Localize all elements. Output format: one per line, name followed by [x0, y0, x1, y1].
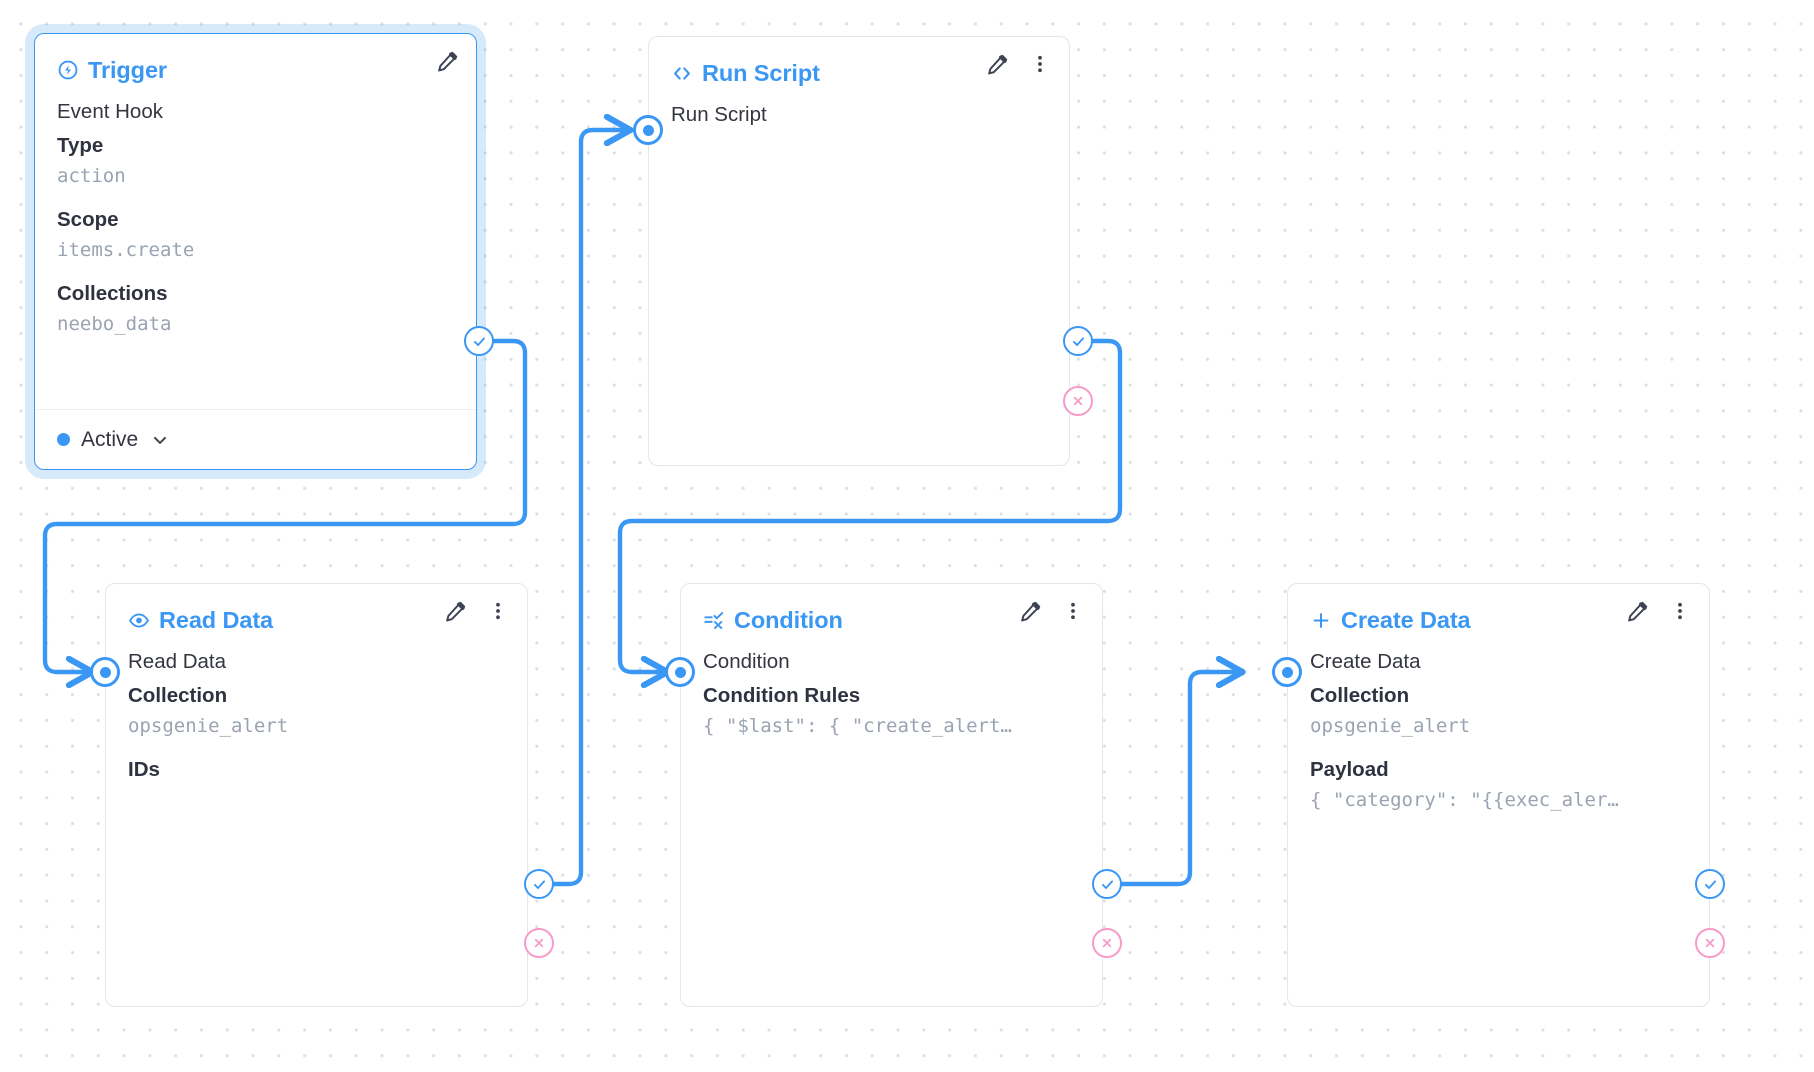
- edge-read-data-to-run-script: [536, 130, 628, 887]
- edit-icon[interactable]: [442, 598, 468, 624]
- more-options-icon[interactable]: [1027, 51, 1053, 77]
- node-read-data-actions: [442, 598, 511, 624]
- bolt-circle-icon: [57, 59, 79, 81]
- field-label: Type: [57, 133, 104, 157]
- eye-icon: [128, 609, 150, 631]
- field-label: Payload: [1310, 758, 1389, 782]
- node-trigger-output-success-port[interactable]: [464, 326, 494, 356]
- node-condition[interactable]: Condition Condition: [680, 583, 1103, 1007]
- more-options-icon[interactable]: [1667, 598, 1693, 624]
- node-read-data[interactable]: Read Data Read Data: [105, 583, 528, 1007]
- node-trigger-title: Trigger: [88, 56, 167, 83]
- field-value: { "$last": { "create_alert…: [703, 714, 1012, 737]
- more-options-icon[interactable]: [485, 598, 511, 624]
- field-label: Scope: [57, 208, 119, 232]
- node-condition-subtitle: Condition: [703, 650, 790, 673]
- field-value: { "category": "{{exec_aler…: [1310, 788, 1619, 811]
- code-brackets-icon: [671, 62, 693, 84]
- node-trigger[interactable]: Trigger Event Hook Type action Scope ite…: [34, 33, 477, 470]
- edit-icon[interactable]: [434, 48, 460, 74]
- node-run-script-body: Run Script: [649, 91, 1069, 131]
- field-label: Collection: [1310, 683, 1410, 707]
- node-create-data-subtitle: Create Data: [1310, 650, 1421, 673]
- node-create-data-input-port[interactable]: [1272, 657, 1302, 687]
- node-run-script-subtitle: Run Script: [671, 103, 767, 126]
- field-label: Condition Rules: [703, 683, 861, 707]
- node-create-data-header: Create Data: [1288, 584, 1709, 638]
- node-run-script-output-reject-port[interactable]: [1063, 386, 1093, 416]
- node-condition-body: Condition Condition Rules { "$last": { "…: [681, 638, 1102, 740]
- node-read-data-header: Read Data: [106, 584, 527, 638]
- node-create-data[interactable]: Create Data Create Data: [1287, 583, 1710, 1007]
- status-dot-icon: [57, 433, 70, 446]
- field-label: IDs: [128, 758, 160, 782]
- field-value: items.create: [57, 238, 195, 261]
- field-value: neebo_data: [57, 313, 172, 336]
- node-trigger-header: Trigger: [35, 34, 476, 88]
- node-trigger-status-bar[interactable]: Active: [35, 409, 476, 469]
- node-create-data-output-success-port[interactable]: [1695, 869, 1725, 899]
- node-create-data-body: Create Data Collection opsgenie_alert Pa…: [1288, 638, 1709, 814]
- node-condition-header: Condition: [681, 584, 1102, 638]
- node-trigger-subtitle: Event Hook: [57, 100, 163, 123]
- node-create-data-title: Create Data: [1341, 606, 1471, 633]
- node-read-data-input-port[interactable]: [90, 657, 120, 687]
- status-badge: Active: [81, 427, 139, 451]
- node-read-data-subtitle: Read Data: [128, 650, 227, 673]
- node-run-script[interactable]: Run Script Run Script: [648, 36, 1070, 466]
- node-read-data-title: Read Data: [159, 606, 274, 633]
- node-run-script-header: Run Script: [649, 37, 1069, 91]
- node-create-data-output-reject-port[interactable]: [1695, 928, 1725, 958]
- field-label: Collection: [128, 683, 228, 707]
- field-value: opsgenie_alert: [1310, 714, 1471, 737]
- node-run-script-title: Run Script: [702, 59, 820, 86]
- more-options-icon[interactable]: [1060, 598, 1086, 624]
- edit-icon[interactable]: [1017, 598, 1043, 624]
- node-read-data-output-success-port[interactable]: [524, 869, 554, 899]
- node-condition-actions: [1017, 598, 1086, 624]
- node-condition-title: Condition: [734, 606, 843, 633]
- node-run-script-actions: [984, 51, 1053, 77]
- node-condition-output-success-port[interactable]: [1092, 869, 1122, 899]
- node-trigger-actions: [434, 48, 460, 74]
- node-condition-output-reject-port[interactable]: [1092, 928, 1122, 958]
- edge-condition-to-create-data: [1104, 672, 1240, 887]
- node-create-data-actions: [1624, 598, 1693, 624]
- chevron-down-icon[interactable]: [150, 430, 170, 450]
- condition-rule-icon: [703, 609, 725, 631]
- node-read-data-output-reject-port[interactable]: [524, 928, 554, 958]
- node-read-data-body: Read Data Collection opsgenie_alert IDs: [106, 638, 527, 786]
- field-value: action: [57, 164, 126, 187]
- node-condition-input-port[interactable]: [665, 657, 695, 687]
- field-value: opsgenie_alert: [128, 714, 289, 737]
- edit-icon[interactable]: [1624, 598, 1650, 624]
- field-label: Collections: [57, 282, 168, 306]
- node-trigger-body: Event Hook Type action Scope items.creat…: [35, 88, 476, 339]
- node-run-script-output-success-port[interactable]: [1063, 326, 1093, 356]
- edit-icon[interactable]: [984, 51, 1010, 77]
- node-run-script-input-port[interactable]: [633, 115, 663, 145]
- plus-icon: [1310, 609, 1332, 631]
